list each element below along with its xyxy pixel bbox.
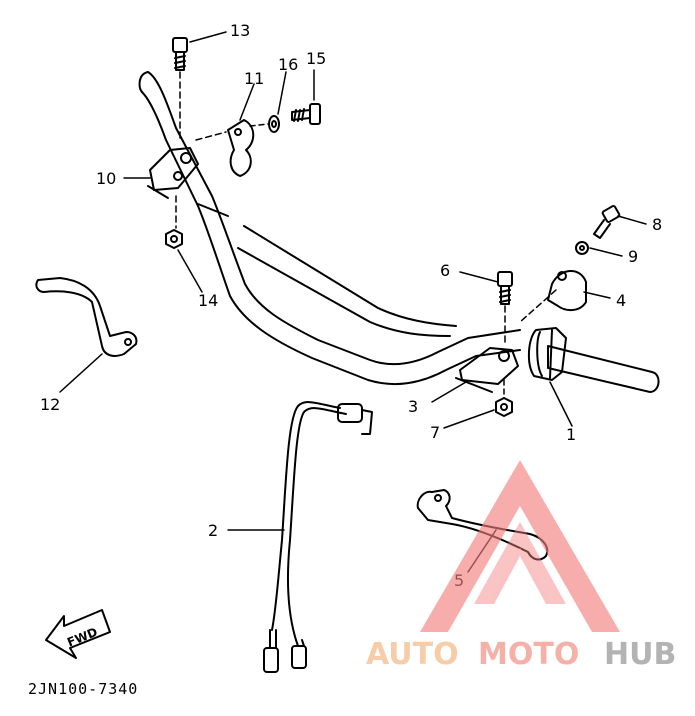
callout-4: 4 bbox=[616, 291, 626, 310]
lever-left bbox=[35, 277, 138, 357]
callout-3: 3 bbox=[408, 397, 418, 416]
washer-9 bbox=[575, 241, 589, 255]
callout-8: 8 bbox=[652, 215, 662, 234]
callout-12: 12 bbox=[40, 395, 60, 414]
callout-1: 1 bbox=[566, 425, 576, 444]
bolt-13 bbox=[172, 37, 188, 141]
cap-4 bbox=[519, 270, 587, 323]
lever-right bbox=[416, 489, 549, 561]
callout-15: 15 bbox=[306, 49, 326, 68]
clamp-11 bbox=[195, 119, 255, 177]
clamp-bracket-left bbox=[147, 147, 199, 199]
handlebar bbox=[138, 71, 660, 393]
watermark-hub: HUB bbox=[604, 637, 676, 672]
watermark-triangle bbox=[420, 460, 620, 632]
callout-labels: 1 2 3 4 5 6 7 8 9 10 11 12 13 14 15 16 bbox=[40, 21, 662, 590]
callout-10: 10 bbox=[96, 169, 116, 188]
callout-2: 2 bbox=[208, 521, 218, 540]
nut-7 bbox=[495, 379, 513, 417]
watermark-moto: MOTO bbox=[478, 637, 579, 672]
fwd-arrow bbox=[45, 609, 111, 659]
fwd-label: FWD bbox=[65, 625, 99, 650]
callout-13: 13 bbox=[230, 21, 250, 40]
washer-16 bbox=[249, 115, 280, 133]
switch-cable bbox=[263, 401, 373, 673]
callout-14: 14 bbox=[198, 291, 218, 310]
bolt-8 bbox=[593, 205, 621, 239]
callout-9: 9 bbox=[628, 247, 638, 266]
callout-6: 6 bbox=[440, 261, 450, 280]
leader-lines bbox=[59, 31, 647, 573]
watermark-logo: AUTO MOTO HUB bbox=[366, 460, 676, 672]
callout-11: 11 bbox=[244, 69, 264, 88]
bolt-15 bbox=[291, 103, 321, 125]
clamp-bracket-right bbox=[455, 347, 519, 393]
watermark-auto: AUTO bbox=[366, 637, 459, 672]
part-code: 2JN100-7340 bbox=[28, 680, 138, 698]
callout-16: 16 bbox=[278, 55, 298, 74]
bolt-6 bbox=[497, 271, 513, 345]
throttle-holder bbox=[528, 327, 567, 381]
callout-7: 7 bbox=[430, 423, 440, 442]
nut-14 bbox=[165, 195, 183, 249]
